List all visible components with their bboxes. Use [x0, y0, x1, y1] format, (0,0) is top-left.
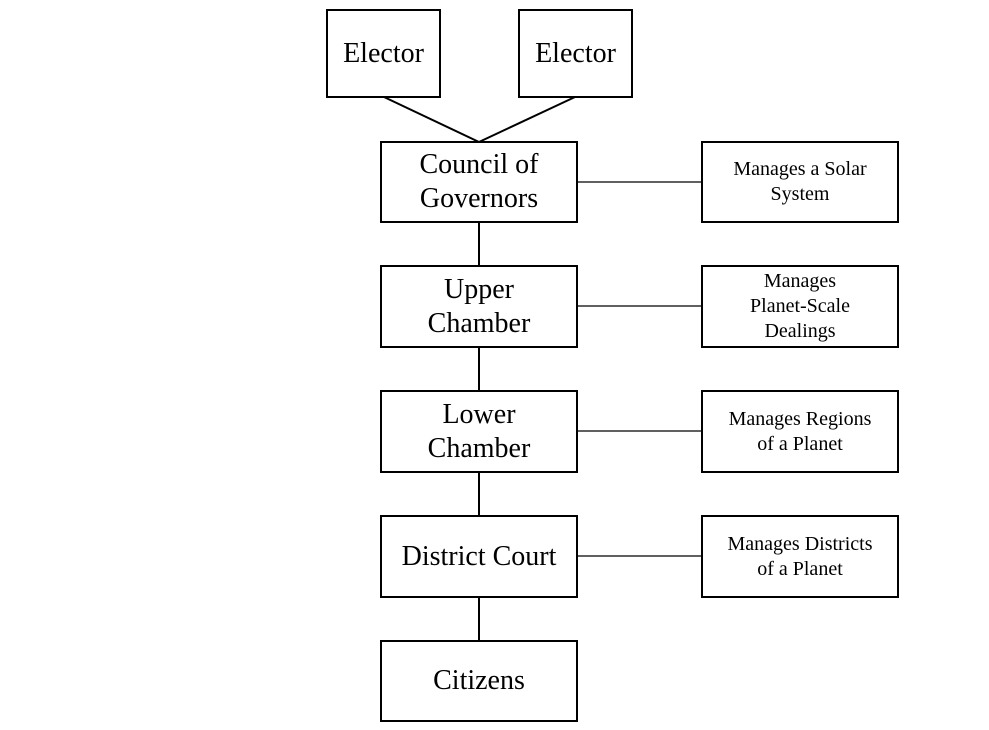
note-solar-system-box: Manages a Solar System	[701, 141, 899, 223]
upper-chamber-label-line-1: Upper	[444, 273, 514, 305]
elector-box-2: Elector	[518, 9, 633, 98]
note-districts-box: Manages Districts of a Planet	[701, 515, 899, 598]
note-planet-scale-line-1: Manages	[763, 270, 837, 292]
council-label-line-1: Council of	[419, 149, 539, 181]
council-of-governors-box: Council of Governors	[380, 141, 578, 223]
lower-chamber-label-line-2: Chamber	[427, 432, 531, 464]
citizens-label: Citizens	[433, 665, 525, 697]
citizens-box: Citizens	[380, 640, 578, 722]
note-regions-box: Manages Regions of a Planet	[701, 390, 899, 473]
note-districts-line-2: of a Planet	[757, 557, 843, 580]
upper-chamber-label-line-2: Chamber	[427, 307, 531, 339]
elector-label-2: Elector	[535, 37, 616, 69]
note-solar-system-line-2: System	[770, 183, 830, 205]
note-planet-scale-line-2: Planet-Scale	[750, 295, 850, 317]
upper-chamber-box: Upper Chamber	[380, 265, 578, 348]
note-planet-scale-box: Manages Planet-Scale Dealings	[701, 265, 899, 348]
note-regions-line-1: Manages Regions	[728, 407, 872, 430]
note-regions-line-2: of a Planet	[757, 432, 843, 455]
connector-elector1-council	[383, 96, 480, 143]
note-solar-system-line-1: Manages a Solar	[733, 158, 867, 180]
lower-chamber-label-line-1: Lower	[442, 398, 516, 430]
district-court-box: District Court	[380, 515, 578, 598]
connector-elector2-council	[478, 96, 576, 143]
elector-label-1: Elector	[343, 37, 424, 69]
lower-chamber-box: Lower Chamber	[380, 390, 578, 473]
note-districts-line-1: Manages Districts	[727, 532, 873, 555]
elector-box-1: Elector	[326, 9, 441, 98]
note-planet-scale-line-3: Dealings	[764, 320, 836, 342]
district-court-label: District Court	[401, 540, 557, 572]
council-label-line-2: Governors	[419, 183, 539, 214]
